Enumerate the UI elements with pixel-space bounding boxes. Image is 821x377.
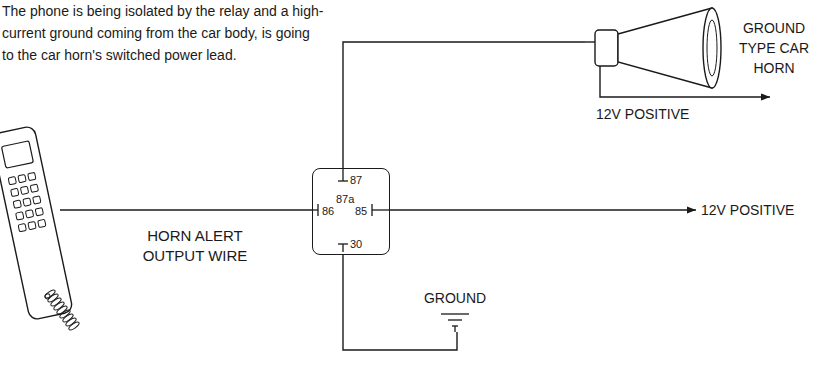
phone-key bbox=[23, 198, 31, 206]
component-label: GROUND TYPE CAR HORN bbox=[730, 18, 818, 78]
phone-key bbox=[8, 177, 16, 185]
car-horn: GROUND TYPE CAR HORN bbox=[585, 5, 820, 105]
phone-key bbox=[25, 210, 33, 218]
wire bbox=[343, 42, 585, 168]
phone-key bbox=[18, 223, 26, 231]
horn-bell bbox=[707, 20, 717, 76]
phone-body bbox=[0, 126, 73, 321]
phone-key bbox=[18, 174, 26, 182]
pin-stub bbox=[371, 204, 372, 216]
horn-alert-wire bbox=[60, 209, 312, 210]
phone-key bbox=[11, 188, 19, 196]
pin-stub bbox=[342, 244, 343, 252]
positive-wire bbox=[390, 209, 696, 210]
relay-pin-stubs bbox=[312, 168, 390, 252]
phone-display bbox=[1, 141, 33, 168]
phone-key bbox=[28, 221, 36, 229]
note-text: The phone is being isolated by the relay… bbox=[2, 0, 324, 66]
phone-key bbox=[35, 208, 43, 216]
component-label: GROUND bbox=[415, 288, 495, 308]
horn-cone bbox=[618, 8, 712, 88]
pin-stub bbox=[338, 243, 348, 244]
phone-key bbox=[20, 186, 28, 194]
relay-box: 87 87a86 85 30 bbox=[312, 168, 390, 255]
pin-stub bbox=[372, 209, 390, 210]
phone-key bbox=[16, 212, 24, 220]
pin-number: 87a bbox=[336, 193, 354, 206]
phone-keypad bbox=[8, 172, 46, 231]
ground-bar bbox=[441, 313, 469, 314]
horn-body bbox=[595, 30, 618, 66]
ground-symbol: GROUND bbox=[415, 288, 499, 332]
pin-number: 85 bbox=[355, 205, 367, 218]
phone-key bbox=[38, 219, 46, 227]
phone-key bbox=[33, 196, 41, 204]
phone-cord bbox=[44, 289, 80, 331]
horn-terminal bbox=[585, 41, 595, 42]
pin-stub bbox=[317, 204, 318, 216]
phone-key bbox=[30, 184, 38, 192]
phone-key bbox=[28, 172, 36, 180]
ground-bar bbox=[448, 319, 462, 320]
voltage-label: 12V POSITIVE bbox=[701, 202, 794, 219]
phone-key bbox=[13, 200, 21, 208]
phone-handset bbox=[0, 126, 73, 321]
pin-stub bbox=[342, 168, 343, 181]
pin-stub bbox=[338, 180, 348, 181]
voltage-label: 12V POSITIVE bbox=[596, 106, 689, 123]
ground-stem bbox=[454, 326, 455, 332]
pin-number: 86 bbox=[322, 205, 334, 218]
cord-coil bbox=[68, 321, 80, 331]
pin-number: 87 bbox=[350, 174, 362, 187]
pin-number: 30 bbox=[350, 238, 362, 251]
wire-label: HORN ALERT OUTPUT WIRE bbox=[128, 226, 262, 266]
horn-bell bbox=[703, 8, 721, 88]
